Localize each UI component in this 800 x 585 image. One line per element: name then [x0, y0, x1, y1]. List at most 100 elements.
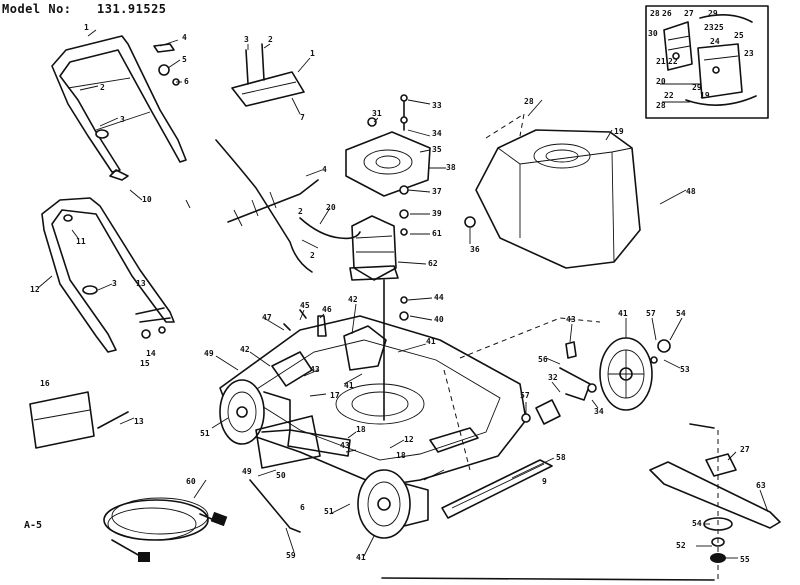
callout-18: 18 — [356, 425, 366, 434]
callout-51: 51 — [200, 429, 210, 438]
callout-47: 47 — [262, 313, 272, 322]
height-adjuster — [521, 341, 597, 425]
callout-6: 6 — [184, 77, 189, 86]
callout-37: 37 — [432, 187, 442, 196]
callout-3b: 3 — [244, 35, 249, 44]
callout-38: 38 — [446, 163, 456, 172]
callout-inset-30: 30 — [648, 29, 658, 38]
callout-inset-28b: 28 — [656, 101, 666, 110]
callout-48: 48 — [686, 187, 696, 196]
callout-2d: 2 — [310, 251, 315, 260]
callout-inset-27: 27 — [684, 9, 694, 18]
callout-34b: 34 — [594, 407, 604, 416]
callout-10: 10 — [142, 195, 152, 204]
callout-50: 50 — [276, 471, 286, 480]
callout-45: 45 — [300, 301, 310, 310]
callout-13: 13 — [136, 279, 146, 288]
callout-62: 62 — [428, 259, 438, 268]
page-reference: A-5 — [24, 520, 43, 531]
callout-13b: 13 — [134, 417, 144, 426]
mower-deck — [219, 315, 601, 487]
motor-mount-plate — [345, 131, 431, 197]
callout-41: 41 — [426, 337, 436, 346]
shaft-hardware-stack — [367, 94, 409, 321]
callout-2: 2 — [100, 83, 105, 92]
callout-58: 58 — [556, 453, 566, 462]
callout-35: 35 — [432, 145, 442, 154]
callout-inset-29b: 29 — [692, 83, 702, 92]
callout-60: 60 — [186, 477, 196, 486]
callout-inset-25b: 25 — [734, 31, 744, 40]
callout-42b: 42 — [240, 345, 250, 354]
callout-2b: 2 — [268, 35, 273, 44]
callout-43b: 43 — [340, 441, 350, 450]
callout-inset-23: 23 — [704, 23, 714, 32]
callout-32: 32 — [548, 373, 558, 382]
callout-1: 1 — [84, 23, 89, 32]
callout-numbers: 1 2 3 10 4 5 6 3 2 1 7 4 2 20 2 11 12 3 … — [30, 9, 766, 564]
right-wheel — [599, 337, 671, 411]
callout-59: 59 — [286, 551, 296, 560]
callout-inset-22b: 22 — [664, 91, 674, 100]
callout-inset-25: 25 — [714, 23, 724, 32]
callout-inset-29: 29 — [708, 9, 718, 18]
callout-39: 39 — [432, 209, 442, 218]
callout-34: 34 — [432, 129, 442, 138]
callout-inset-23b: 23 — [744, 49, 754, 58]
callout-54: 54 — [676, 309, 686, 318]
model-number: 131.91525 — [97, 2, 167, 16]
callout-16: 16 — [40, 379, 50, 388]
callout-3: 3 — [120, 115, 125, 124]
callout-6b: 6 — [300, 503, 305, 512]
callout-15: 15 — [140, 359, 150, 368]
callout-41d: 41 — [618, 309, 628, 318]
power-cord-harness — [215, 139, 361, 273]
callout-43c: 43 — [566, 315, 576, 324]
callout-57: 57 — [520, 391, 530, 400]
model-label: Model No: — [2, 2, 72, 16]
callout-1b: 1 — [310, 49, 315, 58]
callout-54b: 54 — [692, 519, 702, 528]
motor — [349, 215, 399, 421]
callout-43: 43 — [310, 365, 320, 374]
callout-9: 9 — [542, 477, 547, 486]
callout-56: 56 — [538, 355, 548, 364]
callout-49b: 49 — [242, 467, 252, 476]
callout-49: 49 — [204, 349, 214, 358]
callout-inset-19: 19 — [700, 91, 710, 100]
callout-4: 4 — [182, 33, 187, 42]
front-left-wheel — [357, 469, 429, 539]
callout-inset-22: 22 — [668, 57, 678, 66]
callout-inset-20: 20 — [656, 77, 666, 86]
cover-dashed-outline — [485, 112, 525, 139]
callout-31: 31 — [372, 109, 382, 118]
deck-bracket — [271, 325, 387, 387]
switch-detail-inset — [645, 5, 769, 119]
callout-18b: 18 — [396, 451, 406, 460]
callout-44: 44 — [434, 293, 444, 302]
callout-5: 5 — [182, 55, 187, 64]
motor-housing-cover — [464, 129, 641, 269]
callout-12b: 12 — [404, 435, 414, 444]
callout-28: 28 — [524, 97, 534, 106]
callout-14: 14 — [146, 349, 156, 358]
rear-left-wheel — [219, 379, 291, 445]
callout-36: 36 — [470, 245, 480, 254]
callout-inset-28: 28 — [650, 9, 660, 18]
callout-33: 33 — [432, 101, 442, 110]
callout-inset-24: 24 — [710, 37, 720, 46]
callout-55: 55 — [740, 555, 750, 564]
bolt — [97, 411, 129, 429]
callout-7: 7 — [300, 113, 305, 122]
callout-53: 53 — [680, 365, 690, 374]
handle-knob-hardware — [153, 43, 180, 86]
callout-41c: 41 — [356, 553, 366, 562]
callout-12: 12 — [30, 285, 40, 294]
callout-61: 61 — [432, 229, 442, 238]
callout-57b: 57 — [646, 309, 656, 318]
lower-handle — [41, 197, 175, 353]
handle-bolt-set — [135, 307, 171, 339]
leader-lines — [37, 29, 769, 559]
